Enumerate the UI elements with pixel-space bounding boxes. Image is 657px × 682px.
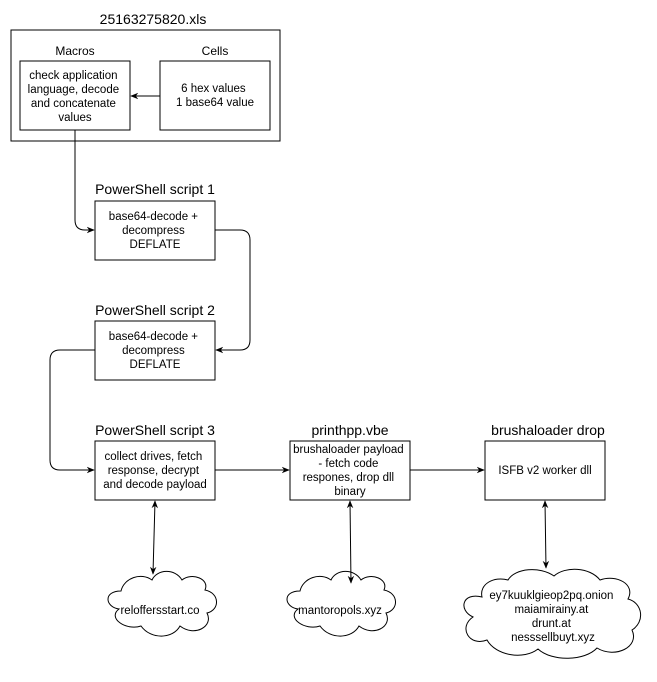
cloud3-text: ey7kuuklgieop2pq.onion maiamirainy.at dr… [489,590,616,644]
drop-title: brushaloader drop [491,422,605,438]
cloud3-line: maiamirainy.at [514,604,589,616]
cells-line: 6 hex values [181,83,246,95]
macros-text: check application language, decode and c… [28,70,123,124]
cloud-c2-2 [286,570,396,637]
cloud-c2-1 [107,570,217,637]
ps3-line: and decode payload [103,479,207,491]
macros-label: Macros [55,44,94,58]
vbe-line: - fetch code [318,458,378,470]
ps2-line: base64-decode + [109,331,198,343]
macros-line: and concatenate [31,98,116,110]
vbe-line: respones, drop dll [303,472,394,484]
cells-label: Cells [202,44,229,58]
edge-macros-to-ps1 [74,130,95,234]
ps1-line: decompress [122,225,185,237]
cloud2-text: mantoropols.xyz [298,605,382,617]
ps3-line: response, decrypt [108,465,200,477]
ps2-line: DEFLATE [130,359,181,371]
cloud3-line: ey7kuuklgieop2pq.onion [489,590,613,602]
ps1-title: PowerShell script 1 [95,181,215,197]
macros-line: values [58,112,91,124]
ps1-line: DEFLATE [130,239,181,251]
drop-line: ISFB v2 worker dll [498,465,591,477]
ps2-title: PowerShell script 2 [95,302,215,318]
cloud3-line: drunt.at [532,618,572,630]
cells-line: 1 base64 value [176,97,254,109]
ps3-title: PowerShell script 3 [95,422,215,438]
macros-line: check application [29,70,117,82]
vbe-text: brushaloader payload - fetch code respon… [293,444,407,498]
cloud1-text: reloffersstart.co [120,605,199,617]
cloud1-line: reloffersstart.co [120,605,199,617]
edge-ps2-to-ps3 [49,349,95,474]
vbe-box [289,440,411,501]
cells-text: 6 hex values 1 base64 value [176,83,254,109]
cells-box [159,60,271,131]
cloud3-line: nesssellbuyt.xyz [511,632,595,644]
drop-text: ISFB v2 worker dll [498,465,591,477]
cloud2-line: mantoropols.xyz [298,605,382,617]
vbe-title: printhpp.vbe [311,422,388,438]
ps3-line: collect drives, fetch [105,451,203,463]
macros-line: language, decode [28,84,119,96]
ps2-text: base64-decode + decompress DEFLATE [109,331,201,371]
cloud-c2-3 [463,568,641,659]
edge-drop-cloud3 [541,500,550,569]
ps3-text: collect drives, fetch response, decrypt … [103,451,207,491]
ps2-box [94,320,216,381]
drop-box [484,440,606,501]
ps2-line: decompress [122,345,185,357]
xls-file-title: 25163275820.xls [100,11,207,27]
edge-ps1-to-ps2 [215,229,251,354]
macros-box [19,60,131,131]
edge-ps3-cloud1 [149,500,159,575]
edge-vbe-cloud2 [346,500,355,584]
ps1-box [94,200,216,261]
ps1-line: base64-decode + [109,211,198,223]
vbe-line: brushaloader payload [293,444,404,456]
ps1-text: base64-decode + decompress DEFLATE [109,211,201,251]
vbe-line: binary [334,486,366,498]
